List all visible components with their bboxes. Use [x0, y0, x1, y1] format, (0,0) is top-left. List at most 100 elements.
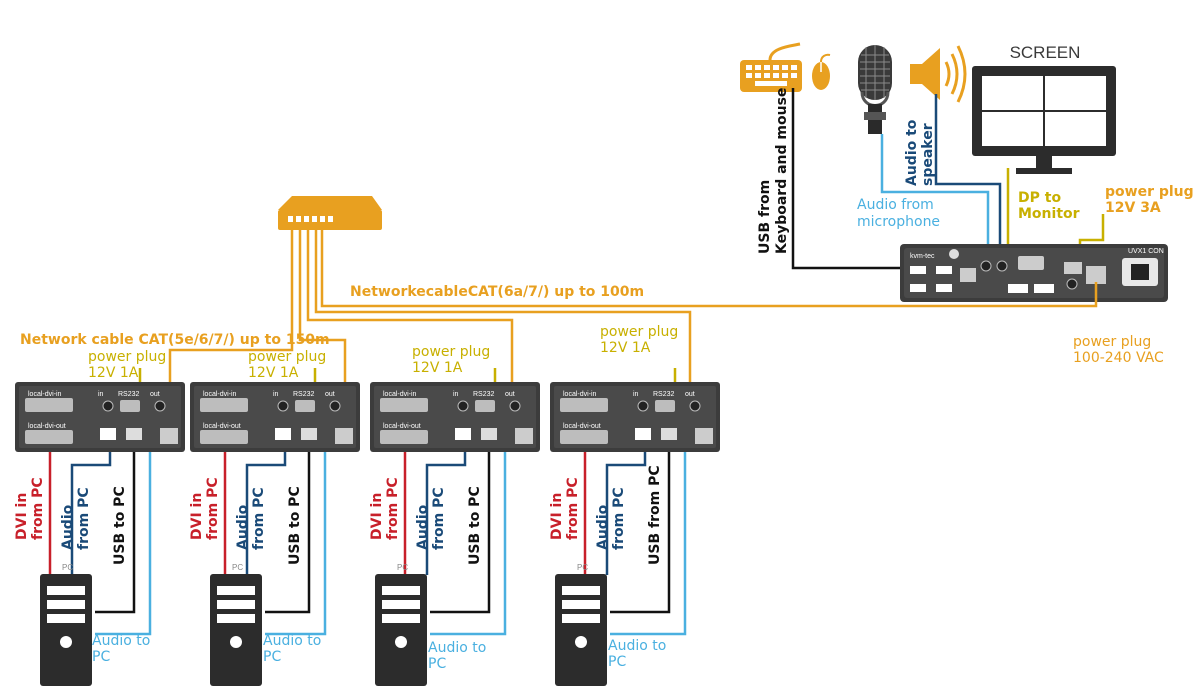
- dvi-in-label: local-dvi-in: [203, 391, 237, 398]
- rs232-label: RS232: [653, 391, 675, 398]
- dp-monitor-label-line1: DP to: [1018, 190, 1061, 206]
- pc-label: PC: [577, 563, 588, 572]
- dvi-in-port: [200, 398, 248, 412]
- monitor-icon: SCREEN: [972, 43, 1116, 174]
- controller-brand: kvm-tec: [910, 253, 935, 260]
- dvi-in-port: [560, 398, 608, 412]
- audio-to-pc-cable: [95, 410, 152, 636]
- audio-label-line1: Audio: [235, 504, 251, 550]
- dvi-label-line2: from PC: [385, 477, 401, 540]
- pc-label: PC: [62, 563, 73, 572]
- usb-keyboard-label-line2: Keyboard and mouse: [774, 88, 790, 254]
- usb-cable: [95, 436, 136, 614]
- power-label-line1: power plug: [248, 349, 326, 365]
- in-label: in: [633, 391, 639, 398]
- power-label-line2: 12V 1A: [412, 360, 463, 376]
- audio-label-line1: Audio: [60, 504, 76, 550]
- keyboard-icon: [740, 42, 802, 92]
- rs232-label: RS232: [118, 391, 140, 398]
- usb-cable: [610, 436, 671, 614]
- usb-keyboard-label-line1: USB from: [757, 180, 773, 254]
- audio-label-line2: from PC: [251, 487, 267, 550]
- audio-to-pc-label-line1: Audio to: [428, 640, 486, 656]
- power-ac-label-line1: power plug: [1073, 334, 1151, 350]
- out-label: out: [150, 391, 160, 398]
- dvi-out-port: [560, 430, 608, 444]
- audio-label-line2: from PC: [76, 487, 92, 550]
- pc-group: PC PC PC PC: [40, 563, 607, 686]
- microphone-icon: [858, 45, 892, 134]
- power-ac-label-line2: 100-240 VAC: [1073, 350, 1164, 366]
- audio-to-pc-cable: [610, 410, 687, 636]
- power-3a-label-line1: power plug: [1105, 184, 1194, 200]
- audio-speaker-label-line1: Audio to: [904, 119, 920, 186]
- labels: USB from Keyboard and mouse Audio to spe…: [20, 88, 1194, 366]
- dvi-label-line1: DVI in: [189, 493, 205, 540]
- audio-mic-label-line2: microphone: [857, 214, 940, 230]
- power-label-line2: 12V 1A: [600, 340, 651, 356]
- power-label-line2: 12V 1A: [248, 365, 299, 381]
- in-label: in: [98, 391, 104, 398]
- dvi-label-line2: from PC: [565, 477, 581, 540]
- audio-to-pc-label-line2: PC: [92, 649, 110, 665]
- dvi-in-port: [380, 398, 428, 412]
- pc-label: PC: [232, 563, 243, 572]
- usb-label: USB to PC: [287, 486, 303, 565]
- dp-monitor-label-line2: Monitor: [1018, 206, 1080, 222]
- rs232-label: RS232: [293, 391, 315, 398]
- dvi-out-label: local-dvi-out: [28, 423, 66, 430]
- audio-to-pc-label-line2: PC: [263, 649, 281, 665]
- dvi-label-line1: DVI in: [369, 493, 385, 540]
- mouse-icon: [812, 53, 831, 90]
- audio-label-line1: Audio: [595, 504, 611, 550]
- audio-speaker-label-line2: speaker: [920, 123, 936, 186]
- pc-tower-icon: PC: [555, 563, 607, 686]
- speaker-icon: [910, 45, 967, 103]
- out-label: out: [505, 391, 515, 398]
- dvi-in-label: local-dvi-in: [28, 391, 62, 398]
- controller-cables: [791, 88, 1105, 270]
- dvi-out-port: [25, 430, 73, 444]
- dvi-in-label: local-dvi-in: [383, 391, 417, 398]
- kvm-controller-device: kvm-tec UVX1 CON: [900, 244, 1168, 302]
- dvi-out-label: local-dvi-out: [203, 423, 241, 430]
- network-port: [695, 428, 713, 444]
- audio-to-pc-cable: [430, 410, 507, 636]
- usb-cable: [265, 436, 311, 614]
- audio-to-pc-label-line1: Audio to: [608, 638, 666, 654]
- out-label: out: [685, 391, 695, 398]
- usb-cable: [430, 436, 491, 614]
- pc-label: PC: [397, 563, 408, 572]
- dvi-in-label: local-dvi-in: [563, 391, 597, 398]
- controller-model: UVX1 CON: [1128, 248, 1164, 255]
- power-label-line1: power plug: [600, 324, 678, 340]
- dvi-out-port: [380, 430, 428, 444]
- dvi-out-port: [200, 430, 248, 444]
- network-port: [335, 428, 353, 444]
- audio-label-line2: from PC: [611, 487, 627, 550]
- network-port: [515, 428, 533, 444]
- dvi-out-label: local-dvi-out: [383, 423, 421, 430]
- power-label-line1: power plug: [88, 349, 166, 365]
- pc-tower-icon: PC: [375, 563, 427, 686]
- usb-label: USB to PC: [467, 486, 483, 565]
- pc-tower-icon: PC: [40, 563, 92, 686]
- network-150m-label: Network cable CAT(5e/6/7/) up to 150m: [20, 332, 330, 348]
- dvi-label-line1: DVI in: [14, 493, 30, 540]
- usb-label: USB to PC: [112, 486, 128, 565]
- in-label: in: [273, 391, 279, 398]
- audio-label-line1: Audio: [415, 504, 431, 550]
- dvi-label-line2: from PC: [205, 477, 221, 540]
- network-100m-label: NetworkecableCAT(6a/7/) up to 100m: [350, 284, 644, 300]
- usb-label: USB from PC: [647, 465, 663, 565]
- audio-to-pc-label-line2: PC: [428, 656, 446, 672]
- dvi-in-port: [25, 398, 73, 412]
- in-label: in: [453, 391, 459, 398]
- power-3a-label-line2: 12V 3A: [1105, 200, 1161, 216]
